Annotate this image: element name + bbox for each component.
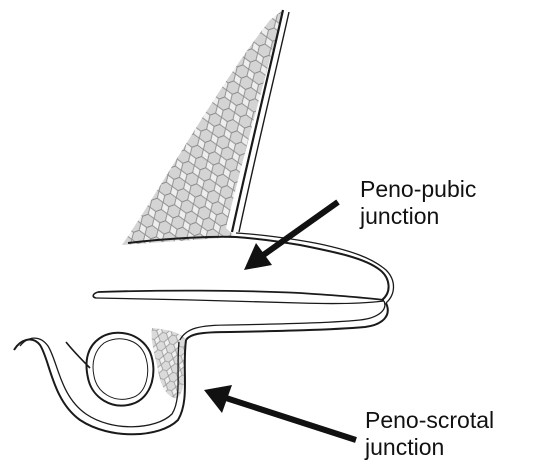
shaft-lower-outline-inner xyxy=(180,301,385,340)
peno-pubic-label-line1: Peno-pubic xyxy=(360,176,476,203)
shaft-upper-outline-inner xyxy=(236,233,394,303)
peno-scrotal-label: Peno-scrotal junction xyxy=(365,407,494,461)
peno-scrotal-label-line1: Peno-scrotal xyxy=(365,407,494,434)
peno-pubic-label-line2: junction xyxy=(360,203,476,230)
abdominal-wall-tissue xyxy=(122,10,283,245)
shaft-left-end xyxy=(93,292,98,298)
peno-scrotal-arrow xyxy=(204,385,356,440)
testis-outline-inner xyxy=(93,339,148,400)
shaft-lower-outline xyxy=(186,303,388,340)
peno-pubic-label: Peno-pubic junction xyxy=(360,176,476,230)
peno-pubic-arrow xyxy=(244,202,338,270)
shaft-midline-lower xyxy=(96,298,384,304)
peno-scrotal-label-line2: junction xyxy=(365,434,494,461)
testis-outline xyxy=(87,333,154,406)
spermatic-cord xyxy=(66,342,90,368)
